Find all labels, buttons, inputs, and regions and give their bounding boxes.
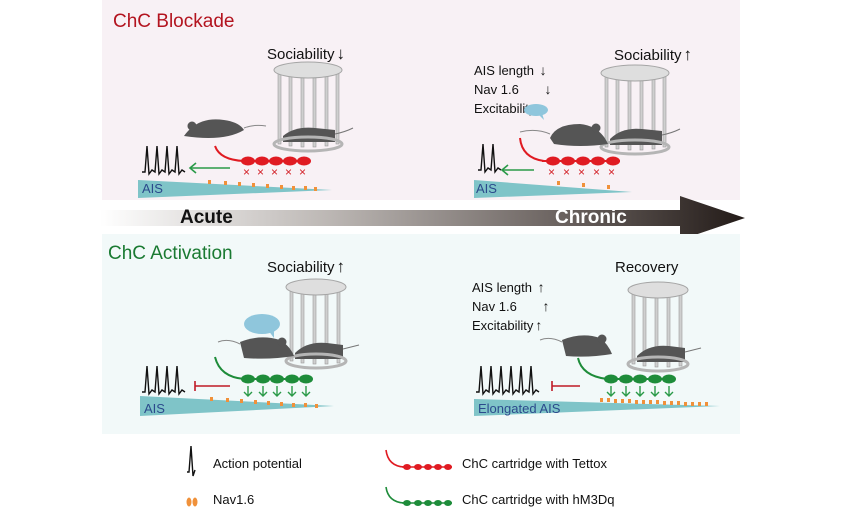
- mouse-icon: [519, 123, 608, 146]
- nav16-icon: [186, 497, 198, 507]
- chc-blockade-panel: ChC Blockade Sociability↓ Sociability↑ A…: [102, 0, 740, 200]
- ais-wedge: [140, 396, 334, 416]
- ais-label: AIS: [142, 181, 163, 196]
- chronic-sociability-label: Sociability↑: [614, 45, 692, 65]
- legend-tettox: ChC cartridge with Tettox: [462, 456, 607, 471]
- arrow-down-icon: ↓: [336, 44, 346, 63]
- hm3dq-cartridge: [577, 357, 676, 384]
- elongated-ais-label: Elongated AIS: [478, 401, 561, 416]
- speech-bubble-icon: [524, 104, 548, 120]
- effect-item: AIS length ↑: [472, 279, 545, 295]
- chronic-effects-list: AIS length ↓ Nav 1.6 ↓ Excitability↓: [474, 61, 551, 118]
- legend: Action potential Nav1.6 ChC cartridge wi…: [0, 440, 842, 508]
- legend-nav16: Nav1.6: [213, 492, 255, 507]
- recovery-label: Recovery: [615, 259, 679, 276]
- svg-text:×: ×: [578, 165, 585, 179]
- svg-text:×: ×: [299, 165, 306, 179]
- activation-illustration: [140, 278, 720, 416]
- sociability-text: Sociability: [267, 259, 335, 276]
- legend-symbols: [186, 445, 452, 507]
- green-arrow-icon: [188, 162, 230, 174]
- timeline-acute-label: Acute: [180, 207, 233, 228]
- arrow-up-icon: ↑: [537, 279, 545, 295]
- inhibition-icon: [194, 381, 230, 391]
- ais-label: AIS: [476, 181, 497, 196]
- blocked-marks: × × × × ×: [548, 165, 615, 179]
- tettox-cartridge-icon: [385, 449, 452, 470]
- blockade-illustration: × × × × ×: [138, 61, 681, 198]
- hm3dq-cartridge-icon: [385, 486, 452, 506]
- effect-item: AIS length ↓: [474, 62, 547, 78]
- mouse-icon: [184, 119, 267, 138]
- arrow-down-icon: ↓: [539, 62, 547, 78]
- nav-markers: [208, 180, 317, 191]
- cage-icon: [599, 64, 681, 156]
- sociability-text: Sociability: [267, 46, 335, 63]
- cage-icon: [284, 278, 360, 370]
- tettox-cartridge: [214, 145, 311, 166]
- action-potential-icon: [476, 365, 540, 396]
- mouse-icon: [217, 337, 294, 359]
- legend-action-potential: Action potential: [213, 456, 302, 471]
- timeline-chronic-label: Chronic: [555, 207, 627, 228]
- nav-markers: [600, 398, 708, 406]
- svg-text:×: ×: [608, 165, 615, 179]
- nav-markers: [557, 181, 610, 189]
- nav-markers: [210, 397, 318, 408]
- timeline-arrow: Acute Chronic: [100, 196, 745, 240]
- svg-text:×: ×: [243, 165, 250, 179]
- svg-text:×: ×: [548, 165, 555, 179]
- svg-text:×: ×: [271, 165, 278, 179]
- action-potential-icon: [187, 445, 196, 477]
- arrow-up-icon: ↑: [542, 298, 550, 314]
- effect-item: Nav 1.6 ↑: [472, 298, 550, 314]
- arrow-up-icon: ↑: [336, 257, 346, 276]
- cage-icon: [272, 61, 354, 153]
- ais-label: AIS: [144, 401, 165, 416]
- ais-wedge: [474, 180, 632, 198]
- svg-text:×: ×: [257, 165, 264, 179]
- cage-icon: [626, 281, 702, 373]
- timeline-arrow-shape: [100, 196, 745, 240]
- svg-text:×: ×: [285, 165, 292, 179]
- panel-title-activation: ChC Activation: [108, 243, 233, 264]
- activation-arrows: [243, 386, 311, 397]
- svg-text:×: ×: [563, 165, 570, 179]
- svg-text:×: ×: [593, 165, 600, 179]
- sociability-text: Sociability: [614, 47, 682, 64]
- inhibition-icon: [551, 381, 580, 391]
- arrow-down-icon: ↓: [544, 81, 552, 97]
- action-potential-icon: [142, 145, 186, 176]
- hm3dq-cartridge: [214, 356, 313, 384]
- action-potential-icon: [478, 143, 502, 174]
- legend-hm3dq: ChC cartridge with hM3Dq: [462, 492, 615, 507]
- chronic-effects-list: AIS length ↑ Nav 1.6 ↑ Excitability↑: [472, 278, 549, 335]
- effect-item: Nav 1.6 ↓: [474, 81, 552, 97]
- arrow-up-icon: ↑: [535, 317, 543, 333]
- action-potential-icon: [142, 365, 186, 396]
- mouse-icon: [539, 334, 612, 357]
- effect-item: Excitability↑: [472, 317, 543, 333]
- green-arrow-icon: [500, 164, 534, 176]
- blocked-marks: × × × × ×: [243, 165, 306, 179]
- panel-title-blockade: ChC Blockade: [113, 11, 235, 32]
- ais-wedge: [138, 180, 332, 198]
- acute-sociability-label: Sociability↓: [267, 44, 345, 64]
- tettox-cartridge: [519, 137, 620, 166]
- arrow-up-icon: ↑: [683, 45, 693, 64]
- speech-bubble-icon: [244, 314, 280, 338]
- chc-activation-panel: ChC Activation Sociability↑ Recovery AIS…: [102, 234, 740, 434]
- activation-arrows: [606, 386, 674, 397]
- acute-sociability-label: Sociability↑: [267, 257, 345, 277]
- ais-wedge: [474, 399, 720, 416]
